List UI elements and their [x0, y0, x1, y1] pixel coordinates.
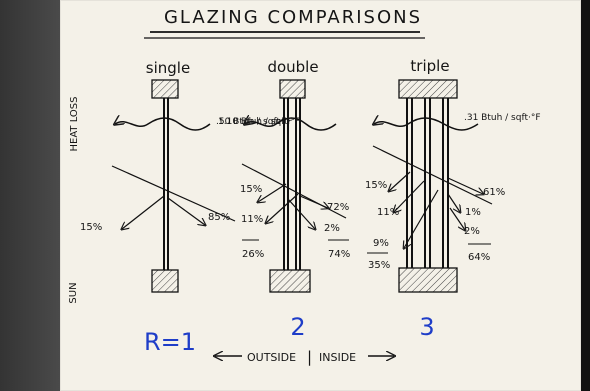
- triple-reflection-arrow-3: [404, 189, 439, 248]
- single-bottom-frame: [151, 269, 179, 293]
- inside-label: INSIDE: [319, 351, 356, 364]
- single-top-frame: [151, 79, 179, 99]
- triple-bottom-frame: [398, 267, 458, 293]
- double-pane-group: .50 Btuh / sqft·°F 15% 11% 26% 72% 2% 74…: [216, 79, 350, 341]
- triple-left-percent-1: 15%: [365, 180, 387, 191]
- diagram-sheet: GLAZING COMPARISONS HEAT LOSS SUN single…: [60, 0, 581, 391]
- triple-transmission-arrow-2: [447, 193, 460, 212]
- triple-right-total: 64%: [468, 252, 490, 263]
- triple-left-total: 35%: [368, 260, 390, 271]
- triple-left-percent-3: 9%: [373, 238, 389, 249]
- single-heat-loss-value: 1.10 Btuh / sqft·°F: [218, 117, 300, 127]
- double-heat-loss-value: .50 Btuh / sqft·°F: [216, 117, 293, 127]
- heat-loss-label: HEAT LOSS: [69, 97, 80, 152]
- triple-heat-loss-value: .31 Btuh / sqft·°F: [464, 113, 541, 123]
- double-left-total: 26%: [242, 249, 264, 260]
- double-bottom-frame: [269, 269, 311, 293]
- triple-pane-group: .31 Btuh / sqft·°F 15% 11% 9% 35% 61% 1%…: [365, 79, 541, 341]
- triple-r-value: 3: [419, 313, 434, 341]
- triple-transmission-arrow-3: [449, 207, 465, 230]
- single-reflection-arrow: [122, 195, 165, 229]
- triple-left-percent-2: 11%: [377, 207, 399, 218]
- triple-reflection-arrow-2: [394, 180, 425, 212]
- viewer-right-edge: [581, 0, 590, 391]
- triple-right-percent-3: 2%: [464, 226, 480, 237]
- single-transmission-arrow: [167, 197, 205, 225]
- glazing-comparison-diagram: GLAZING COMPARISONS HEAT LOSS SUN single…: [68, 7, 541, 366]
- double-right-percent-2: 2%: [324, 223, 340, 234]
- triple-label: triple: [410, 57, 449, 75]
- double-left-percent-2: 11%: [241, 214, 263, 225]
- triple-transmission-arrow-1: [447, 177, 483, 194]
- viewer-left-gutter: [0, 0, 60, 391]
- single-pane-group: 1.10 Btuh / sqft·°F 15% 85% R=1: [80, 79, 300, 356]
- double-right-percent-1: 72%: [327, 202, 349, 213]
- double-reflection-arrow-2: [266, 193, 299, 223]
- double-transmission-arrow-2: [287, 198, 315, 229]
- double-r-value: 2: [290, 313, 305, 341]
- single-heat-loss-arrow: [115, 118, 211, 131]
- triple-right-percent-1: 61%: [483, 187, 505, 198]
- single-left-percent: 15%: [80, 222, 102, 233]
- outside-inside-divider: |: [307, 348, 312, 366]
- page-title: GLAZING COMPARISONS: [164, 7, 422, 28]
- triple-heat-loss-arrow: [374, 118, 479, 131]
- double-label: double: [267, 58, 318, 76]
- triple-right-percent-2: 1%: [465, 207, 481, 218]
- single-incident-ray: [111, 165, 236, 222]
- triple-reflection-arrow-1: [389, 171, 411, 191]
- single-label: single: [146, 59, 190, 77]
- outside-label: OUTSIDE: [247, 351, 296, 364]
- double-heat-loss-arrow: [245, 118, 337, 131]
- single-r-value: R=1: [144, 328, 196, 356]
- double-right-total: 74%: [328, 249, 350, 260]
- triple-top-frame: [398, 79, 458, 99]
- double-left-percent-1: 15%: [240, 184, 262, 195]
- triple-incident-ray: [372, 145, 493, 205]
- double-transmission-arrow-1: [299, 195, 328, 208]
- double-top-frame: [279, 79, 306, 99]
- single-right-percent: 85%: [208, 212, 230, 223]
- double-reflection-arrow-1: [258, 183, 287, 202]
- sun-label: SUN: [68, 282, 79, 303]
